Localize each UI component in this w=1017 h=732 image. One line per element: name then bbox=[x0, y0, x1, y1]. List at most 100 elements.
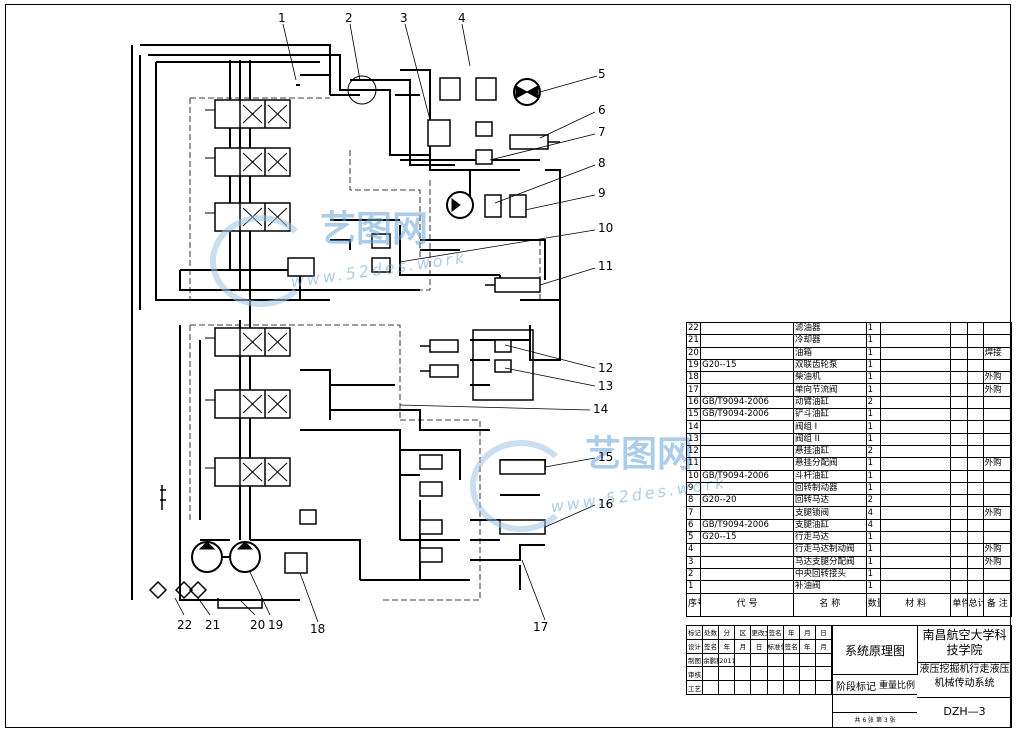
revision-cell: 日 bbox=[750, 638, 768, 654]
part-material bbox=[879, 444, 952, 459]
callout-5: 5 bbox=[598, 67, 606, 81]
callout-8: 8 bbox=[598, 156, 606, 170]
part-note bbox=[982, 395, 1013, 410]
part-weight-unit bbox=[950, 457, 968, 471]
part-weight-total bbox=[966, 567, 984, 582]
part-weight-total bbox=[966, 555, 984, 569]
part-no: 17 bbox=[685, 383, 702, 397]
part-material bbox=[879, 334, 952, 348]
part-qty: 2 bbox=[865, 494, 881, 508]
part-weight-unit bbox=[950, 334, 968, 348]
revision-cell: 签名 bbox=[702, 638, 720, 654]
part-note bbox=[982, 531, 1013, 545]
callout-6: 6 bbox=[598, 103, 606, 117]
revision-cell: 年 bbox=[718, 638, 736, 654]
callout-14: 14 bbox=[593, 402, 609, 416]
part-no: 20 bbox=[685, 346, 702, 360]
school-name: 南昌航空大学科技学院 bbox=[917, 626, 1012, 663]
part-name: 行走马达制动阀 bbox=[792, 543, 867, 557]
part-code bbox=[700, 567, 794, 582]
revision-cell bbox=[782, 652, 800, 668]
part-weight-total bbox=[966, 432, 984, 446]
part-no: 12 bbox=[685, 444, 702, 459]
part-qty: 1 bbox=[865, 432, 881, 446]
part-weight-unit bbox=[950, 321, 968, 336]
part-code: GB/T9094-2006 bbox=[700, 395, 794, 410]
part-no: 8 bbox=[685, 494, 702, 508]
callout-22: 22 bbox=[177, 618, 193, 632]
part-material bbox=[879, 555, 952, 569]
part-note bbox=[982, 334, 1013, 348]
part-code: G20--15 bbox=[700, 358, 794, 373]
stage-label: 阶段标记 bbox=[836, 682, 876, 693]
revision-cell bbox=[718, 666, 736, 682]
part-weight-unit bbox=[950, 494, 968, 508]
part-name: 滤油器 bbox=[792, 321, 867, 336]
part-weight-total bbox=[966, 321, 984, 336]
part-weight-unit bbox=[950, 395, 968, 410]
part-qty: 1 bbox=[865, 567, 881, 582]
part-name: 油箱 bbox=[792, 346, 867, 360]
callout-1: 1 bbox=[278, 11, 286, 25]
part-weight-total bbox=[966, 518, 984, 533]
revision-cell: 处数 bbox=[702, 625, 720, 640]
part-code bbox=[700, 432, 794, 446]
part-no: 18 bbox=[685, 371, 702, 385]
part-weight-total bbox=[966, 457, 984, 471]
part-weight-total bbox=[966, 420, 984, 434]
revision-cell: 月 bbox=[814, 638, 833, 654]
part-code bbox=[700, 543, 794, 557]
revision-cell: 标记 bbox=[685, 625, 704, 640]
part-no: 10 bbox=[685, 469, 702, 483]
callout-21: 21 bbox=[205, 618, 221, 632]
revision-cell bbox=[718, 680, 736, 695]
revision-cell: 签名 bbox=[782, 638, 800, 654]
part-weight-unit bbox=[950, 580, 968, 594]
suspension-cylinder-a bbox=[429, 339, 459, 353]
part-note bbox=[982, 358, 1013, 373]
drawing-number: DZH—3 bbox=[943, 704, 986, 718]
part-weight-unit bbox=[950, 408, 968, 422]
part-name: 斗杆油缸 bbox=[792, 469, 867, 483]
revision-cell bbox=[750, 652, 768, 668]
part-code bbox=[700, 321, 794, 336]
revision-cell: 标准化 bbox=[766, 638, 784, 654]
part-material bbox=[879, 395, 952, 410]
part-weight-total bbox=[966, 346, 984, 360]
part-material bbox=[879, 481, 952, 496]
part-code bbox=[700, 481, 794, 496]
callout-2: 2 bbox=[345, 11, 353, 25]
callout-19: 19 bbox=[268, 618, 284, 632]
part-weight-unit bbox=[950, 371, 968, 385]
part-name: 动臂油缸 bbox=[792, 395, 867, 410]
callout-15: 15 bbox=[598, 450, 614, 464]
part-no: 5 bbox=[685, 531, 702, 545]
revision-cell bbox=[798, 680, 816, 695]
part-no: 16 bbox=[685, 395, 702, 410]
revision-row: 审核 bbox=[685, 666, 833, 682]
revision-cell bbox=[782, 680, 800, 695]
revision-cell: 工艺 bbox=[685, 680, 704, 695]
part-material bbox=[879, 531, 952, 545]
part-note bbox=[982, 432, 1013, 446]
callout-13: 13 bbox=[598, 379, 614, 393]
header-qty: 数量 bbox=[865, 592, 881, 617]
revision-cell bbox=[798, 652, 816, 668]
revision-row: 工艺 bbox=[685, 680, 833, 695]
weight-label: 重量 bbox=[879, 681, 898, 691]
header-weight-total: 总计 bbox=[966, 592, 984, 617]
part-no: 7 bbox=[685, 506, 702, 520]
part-code bbox=[700, 334, 794, 348]
part-weight-total bbox=[966, 444, 984, 459]
part-qty: 1 bbox=[865, 408, 881, 422]
part-note: 外购 bbox=[982, 543, 1013, 557]
